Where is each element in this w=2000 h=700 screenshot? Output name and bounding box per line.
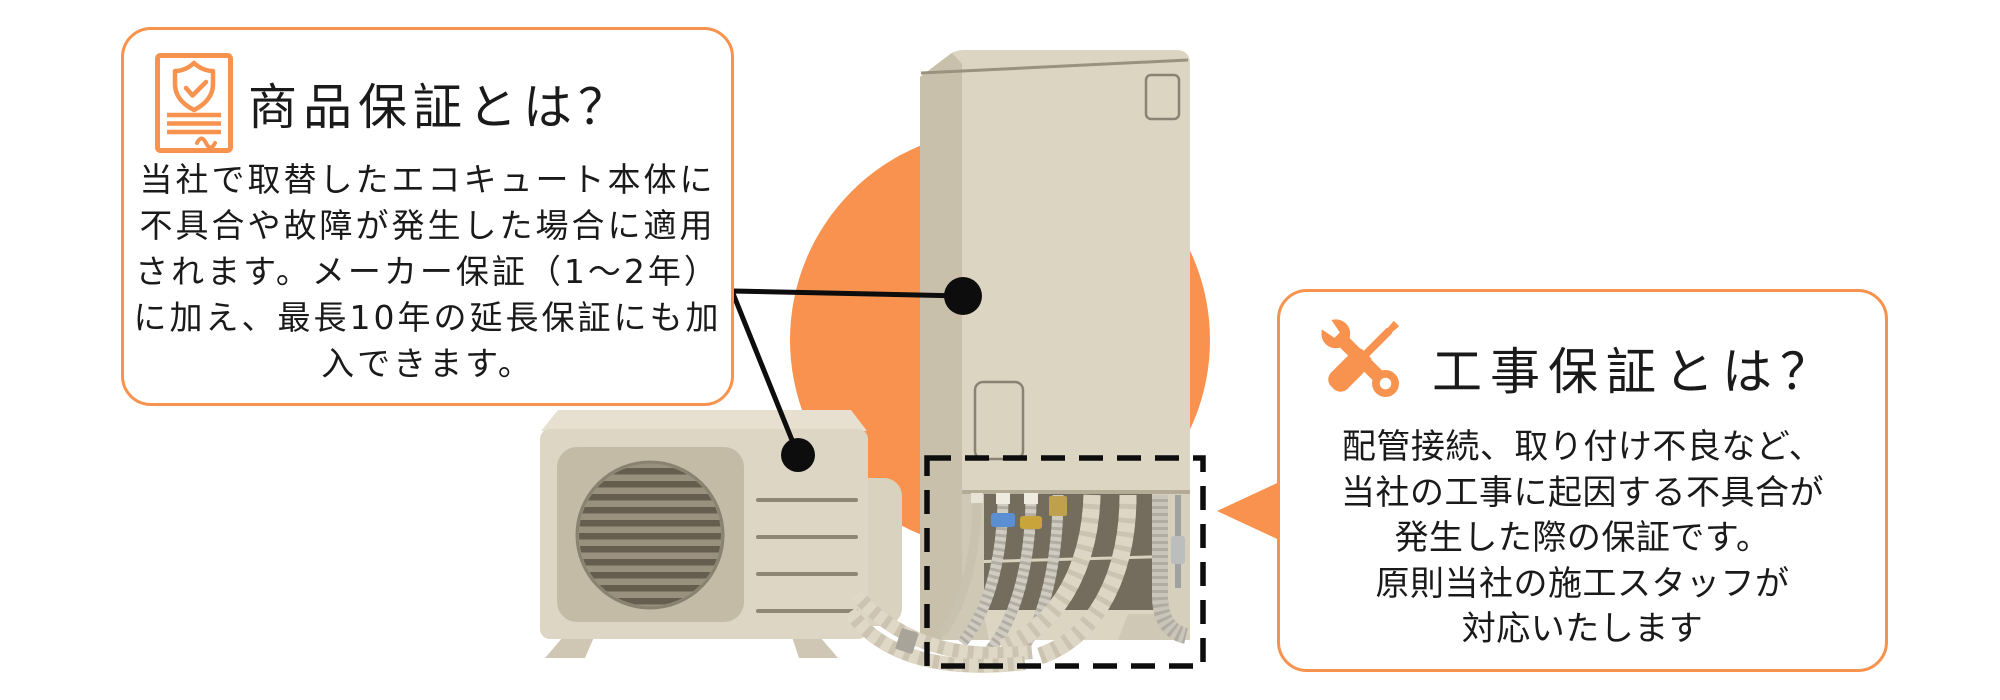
wrench-screwdriver-icon	[1308, 307, 1414, 415]
callout-dot-heatpump	[781, 438, 815, 472]
heat-pump-foot-left	[545, 637, 594, 658]
body-line: 入できます。	[321, 344, 534, 383]
brass-coupler	[1049, 496, 1067, 516]
heat-pump-unit	[540, 410, 902, 658]
tank-side-face	[920, 53, 962, 640]
body-line: 不具合や故障が発生した場合に適用	[139, 206, 716, 245]
tank-pipes	[938, 493, 1189, 665]
gray-fitting	[1171, 536, 1185, 564]
product-warranty-body: 当社で取替したエコキュート本体に 不具合や故障が発生した場合に適用 されます。メ…	[130, 157, 725, 387]
body-line: されます。メーカー保証（1～2年）	[135, 252, 720, 291]
certificate-shield-icon	[155, 53, 233, 157]
tank-top-panel	[1144, 73, 1181, 121]
blue-valve	[991, 513, 1015, 527]
tank-access-panel	[973, 380, 1025, 461]
tank-foot-right	[1118, 614, 1180, 640]
body-line: 原則当社の施工スタッフが	[1375, 563, 1790, 604]
body-line: 配管接続、取り付け不良など、	[1341, 427, 1824, 467]
heat-pump-foot-right	[792, 637, 838, 658]
product-warranty-title: 商品保証とは？	[248, 79, 634, 136]
construction-warranty-body: 配管接続、取り付け不良など、 当社の工事に起因する不具合が 発生した際の保証です…	[1286, 425, 1879, 653]
product-warranty-callout: 商品保証とは？ 当社で取替したエコキュート本体に 不具合や故障が発生した場合に適…	[121, 27, 734, 406]
callout-dot-tank	[944, 277, 982, 315]
construction-warranty-callout: 工事保証とは？ 配管接続、取り付け不良など、 当社の工事に起因する不具合が 発生…	[1277, 289, 1888, 672]
arrow-pointer	[1217, 477, 1290, 545]
body-line: 対応いたします	[1461, 609, 1704, 649]
hose-clamp	[895, 628, 919, 654]
body-line: 発生した際の保証です。	[1394, 518, 1771, 558]
brass-valve	[1020, 516, 1042, 529]
pipe-fittings	[971, 493, 1185, 564]
tank-top-seam	[920, 58, 1189, 75]
body-line: 当社で取替したエコキュート本体に	[139, 160, 716, 199]
side-vent-lines	[756, 498, 858, 613]
body-line: に加え、最長10年の延長保証にも加	[133, 298, 722, 337]
construction-warranty-title: 工事保証とは？	[1432, 343, 1838, 401]
callout-connectors	[728, 277, 982, 472]
body-line: 当社の工事に起因する不具合が	[1341, 472, 1824, 513]
fan-slats	[579, 468, 721, 605]
dashed-highlight-box	[924, 455, 1206, 669]
